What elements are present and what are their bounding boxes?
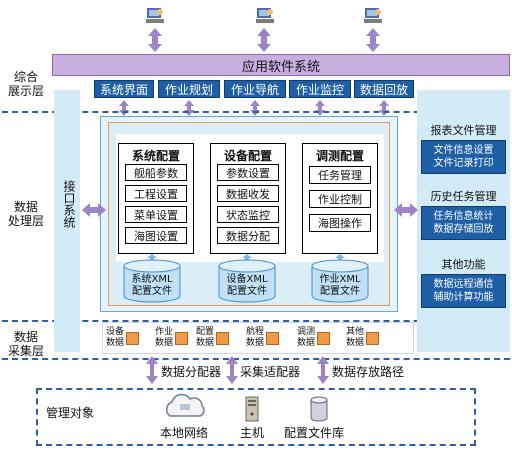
adapter-arrows: [146, 356, 329, 384]
system-config-title: 系统配置: [131, 149, 180, 163]
module-job-navigation: 作业导航: [224, 80, 286, 98]
test-data-cube-icon: [317, 331, 331, 345]
app-software-system-banner: 应用软件系统: [52, 54, 510, 76]
device-config-title: 设备配置: [223, 149, 272, 163]
sys-item-ship-params: 舰船参数: [125, 164, 187, 181]
module-job-planning: 作业规划: [158, 80, 220, 98]
source-test-data: 调测数据: [297, 324, 343, 352]
source-job-data: 作业数据: [155, 324, 201, 352]
data-storage-path-label: 数据存放路径: [332, 365, 405, 379]
interface-system-band: [54, 90, 80, 352]
management-objects-title: 管理对象: [46, 406, 95, 420]
top-arrows: [148, 28, 380, 52]
source-config-data: 配置数据: [196, 324, 242, 352]
separator-display-processing: [2, 111, 510, 113]
dev-item-data-allocation: 数据分配: [217, 227, 279, 244]
data-sources-strip: [102, 322, 414, 354]
module-system-ui: 系统界面: [94, 80, 154, 98]
config-db-icon: [310, 396, 328, 422]
config-file-library-label: 配置文件库: [284, 426, 345, 440]
report-mgmt-box: 文件信息设置 文件记录打印: [421, 140, 506, 174]
app-system-label: 应用软件系统: [241, 59, 320, 75]
other-functions-box: 数据远程通信 辅助计算功能: [421, 274, 506, 308]
xml-cylinders: [123, 259, 369, 303]
test-item-chart-operation: 海图操作: [309, 214, 371, 232]
test-item-job-control: 作业控制: [309, 190, 371, 208]
source-voyage-data: 航程数据: [246, 324, 292, 352]
test-item-task-mgmt: 任务管理: [309, 166, 371, 184]
voyage-data-cube-icon: [266, 331, 280, 345]
test-config-title: 调测配置: [315, 149, 364, 163]
job-data-cube-icon: [175, 331, 189, 345]
interface-system-label: 接口系统: [62, 180, 76, 228]
cloud-network-icon: [160, 392, 210, 422]
other-data-cube-icon: [366, 331, 380, 345]
horizontal-arrows: [82, 203, 418, 217]
host-label: 主机: [240, 426, 265, 440]
local-network-label: 本地网络: [160, 426, 209, 440]
source-device-data: 设备数据: [106, 324, 152, 352]
data-distributor-label: 数据分配器: [161, 365, 222, 379]
user-computer-icon-1: [144, 6, 166, 26]
user-computer-icon-2: [254, 6, 276, 26]
dev-item-status-monitor: 状态监控: [217, 206, 279, 223]
config-data-cube-icon: [216, 331, 230, 345]
history-task-box: 任务信息统计 数据存储回放: [421, 206, 506, 240]
layer-label-processing: 数据 处理层: [7, 200, 44, 228]
module-data-playback: 数据回放: [354, 80, 414, 98]
module-job-monitoring: 作业监控: [289, 80, 351, 98]
other-functions-title: 其他功能: [441, 258, 486, 271]
source-other-data: 其他数据: [346, 324, 392, 352]
sys-item-chart-settings: 海图设置: [125, 227, 187, 244]
separator-collection-management: [2, 358, 510, 360]
report-mgmt-title: 报表文件管理: [430, 124, 497, 137]
sys-item-project-settings: 工程设置: [125, 185, 187, 202]
separator-processing-collection: [2, 320, 510, 322]
dev-item-param-settings: 参数设置: [217, 164, 279, 181]
host-server-icon: [244, 396, 260, 422]
collection-adapter-label: 采集适配器: [240, 365, 301, 379]
sys-item-menu-settings: 菜单设置: [125, 206, 187, 223]
history-task-title: 历史任务管理: [430, 190, 497, 203]
user-computer-icon-3: [362, 6, 384, 26]
layer-label-collection: 数据 采集层: [7, 330, 44, 358]
dev-item-data-transceive: 数据收发: [217, 185, 279, 202]
device-data-cube-icon: [126, 331, 140, 345]
layer-label-display: 综合 展示层: [7, 70, 44, 98]
